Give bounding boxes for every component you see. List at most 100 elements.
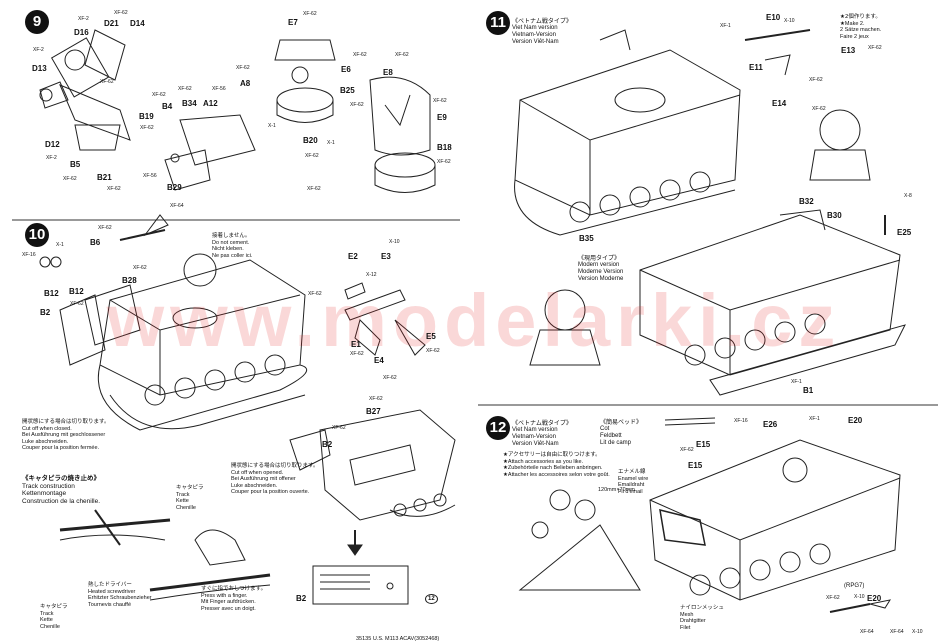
note-line: Viet Nam version bbox=[512, 25, 558, 31]
note-line: キャタピラ bbox=[176, 485, 204, 491]
heated-screwdriver-note: 熱したドライバー Heated screwdriver Erhitzter Sc… bbox=[88, 582, 152, 608]
note-line: Track bbox=[40, 610, 54, 617]
step10-vehicle bbox=[39, 214, 456, 605]
part-label-D21: D21 bbox=[104, 19, 119, 28]
track-label-bottom: キャタピラ Track Kette Chenille bbox=[40, 604, 68, 630]
part-label-B12: B12 bbox=[69, 287, 84, 296]
paint-code: XF-62 bbox=[332, 425, 346, 431]
note-line: Ne pas coller ici. bbox=[212, 252, 253, 259]
note-line: Presser avec un doigt. bbox=[201, 605, 256, 612]
part-label-B2: B2 bbox=[296, 594, 307, 603]
note-line: Bei Ausführung mit offener bbox=[231, 476, 296, 482]
paint-code: XF-62 bbox=[680, 447, 694, 453]
step-number-10: 10 bbox=[25, 223, 49, 247]
track-construction-title: 《キャタピラの焼き止め》 Track construction Kettenmo… bbox=[22, 474, 100, 505]
part-label-E8: E8 bbox=[383, 68, 393, 77]
paint-code: XF-62 bbox=[383, 375, 397, 381]
note-line: すぐに指でおしつけます。 bbox=[201, 586, 267, 592]
part-label-E7: E7 bbox=[288, 18, 298, 27]
note-line: Drahtgitter bbox=[680, 618, 706, 624]
paint-code: X-1 bbox=[56, 242, 64, 248]
note-line: Vietnam-Version bbox=[512, 434, 556, 440]
note-line: Couper pour la position fermée. bbox=[22, 445, 100, 451]
paint-code: XF-64 bbox=[860, 629, 874, 635]
note-line: Chenille bbox=[40, 623, 60, 630]
part-label-B12: B12 bbox=[44, 289, 59, 298]
paint-code: XF-62 bbox=[114, 10, 128, 16]
part-label-B20: B20 bbox=[303, 136, 318, 145]
note-line: 《ベトナム戦タイプ》 bbox=[512, 420, 572, 427]
note-line: Kette bbox=[176, 498, 189, 504]
note-line: 接着しません。 bbox=[212, 233, 251, 239]
part-label-B35: B35 bbox=[579, 234, 594, 243]
note-line: Kettenmontage bbox=[22, 490, 67, 497]
paint-code: XF-62 bbox=[369, 396, 383, 402]
step12-viet-nam-title: 《ベトナム戦タイプ》 Viet Nam version Vietnam-Vers… bbox=[512, 420, 572, 448]
note-line: 《簡易ベッド》 bbox=[600, 419, 643, 426]
part-label-B2: B2 bbox=[322, 440, 333, 449]
part-label-B28: B28 bbox=[122, 276, 137, 285]
note-line: エナメル線 bbox=[618, 469, 646, 475]
step-number-12: 12 bbox=[486, 416, 510, 440]
footer-code: 35135 U.S. M113 ACAV(3052468) bbox=[356, 636, 440, 642]
part-label-A8: A8 bbox=[240, 79, 251, 88]
paint-code: XF-62 bbox=[433, 98, 447, 104]
note-line: Mit Finger aufdrücken. bbox=[201, 599, 256, 605]
note-line: Luke abschneiden. bbox=[22, 438, 69, 445]
step11-viet-nam-title: 《ベトナム戦タイプ》 Viet Nam version Vietnam-Vers… bbox=[512, 18, 572, 46]
note-line: Nicht kleben. bbox=[212, 246, 244, 252]
note-do-not-cement: 接着しません。 Do not cement. Nicht kleben. Ne … bbox=[212, 233, 252, 259]
paint-code: X-12 bbox=[366, 272, 377, 278]
note-line: Track construction bbox=[22, 482, 75, 490]
note-line: ★Make 2. bbox=[840, 20, 865, 27]
paint-code: XF-62 bbox=[350, 351, 364, 357]
part-label-D14: D14 bbox=[130, 19, 145, 28]
part-label-B1: B1 bbox=[803, 386, 814, 395]
note-line: Fil d'émail bbox=[618, 488, 643, 495]
paint-code: XF-64 bbox=[170, 203, 184, 209]
step-number-9: 9 bbox=[25, 10, 49, 34]
rpg7-label: (RPG7) bbox=[844, 583, 865, 589]
paint-code: XF-62 bbox=[826, 595, 840, 601]
cot-title: 《簡易ベッド》 Cot Feldbett Lit de camp bbox=[600, 419, 642, 447]
note-line: Cut off when opened. bbox=[231, 469, 284, 476]
paint-code: XF-62 bbox=[100, 79, 114, 85]
part-label-E5: E5 bbox=[426, 332, 436, 341]
paint-code: XF-62 bbox=[809, 77, 823, 83]
paint-code: XF-2 bbox=[46, 155, 57, 161]
part-label-E2: E2 bbox=[348, 252, 358, 261]
make-2-note: ★2個作ります。 ★Make 2. 2 Sätze machen. Faire … bbox=[840, 14, 881, 40]
paint-code: XF-62 bbox=[303, 11, 317, 17]
part-label-B25: B25 bbox=[340, 86, 355, 95]
part-label-E14: E14 bbox=[772, 99, 787, 108]
paint-code: XF-62 bbox=[133, 265, 147, 271]
note-line: ★Attacher les accessoires selon votre go… bbox=[503, 471, 610, 478]
part-label-B27: B27 bbox=[366, 407, 381, 416]
paint-code: XF-62 bbox=[437, 159, 451, 165]
paint-code: XF-62 bbox=[353, 52, 367, 58]
paint-code: XF-56 bbox=[212, 86, 226, 92]
part-label-E1: E1 bbox=[351, 340, 361, 349]
step9-parts bbox=[39, 29, 436, 193]
note-line: Press with a finger. bbox=[201, 592, 248, 599]
note-line: Mesh bbox=[680, 611, 694, 618]
part-label-B6: B6 bbox=[90, 238, 101, 247]
track-label: キャタピラ Track Kette Chenille bbox=[176, 485, 204, 511]
dimensions-label: 120mm×70mm bbox=[598, 487, 635, 493]
part-label-E4: E4 bbox=[374, 356, 384, 365]
part-label-B19: B19 bbox=[139, 112, 154, 121]
paint-code: XF-62 bbox=[426, 348, 440, 354]
callout-step-12: 12 bbox=[425, 594, 438, 604]
paint-code: XF-62 bbox=[152, 92, 166, 98]
paint-code: XF-62 bbox=[98, 225, 112, 231]
press-finger-note: すぐに指でおしつけます。 Press with a finger. Mit Fi… bbox=[201, 586, 266, 612]
note-line: ★アクセサリーは自由に取りつけます。 bbox=[503, 452, 601, 458]
paint-code: X-1 bbox=[268, 123, 276, 129]
paint-code: X-10 bbox=[854, 594, 865, 600]
part-label-E20: E20 bbox=[867, 594, 882, 603]
paint-code: XF-62 bbox=[395, 52, 409, 58]
note-line: Moderne Version bbox=[578, 269, 624, 275]
part-label-E25: E25 bbox=[897, 228, 912, 237]
note-line: 《キャタピラの焼き止め》 bbox=[22, 474, 100, 482]
paint-code: XF-56 bbox=[143, 173, 157, 179]
